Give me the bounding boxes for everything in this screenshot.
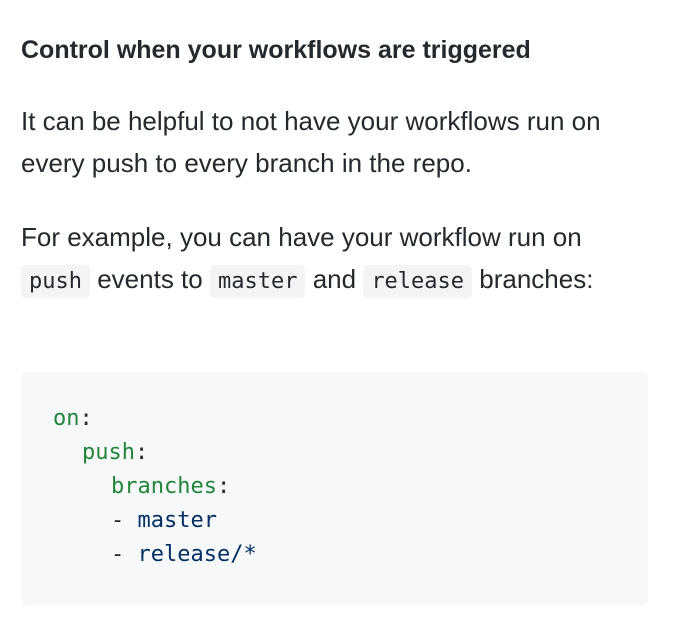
and-text: and	[312, 264, 357, 294]
yaml-code-block: on: push: branches: - master - release/*	[21, 372, 648, 605]
yaml-dash: -	[111, 542, 125, 567]
yaml-colon: :	[134, 440, 149, 465]
code-line-branches: branches:	[53, 470, 648, 504]
inline-code-release: release	[363, 265, 473, 298]
yaml-colon: :	[79, 406, 93, 431]
branches-text: branches:	[479, 264, 594, 294]
yaml-value-master: master	[137, 508, 217, 533]
code-line-release: - release/*	[53, 538, 648, 572]
code-line-on: on:	[53, 402, 648, 436]
inline-code-push: push	[21, 265, 90, 298]
code-line-push: push:	[53, 436, 648, 470]
example-paragraph: For example, you can have your workflow …	[21, 216, 648, 303]
intro-paragraph: It can be helpful to not have your workf…	[21, 106, 601, 178]
yaml-colon: :	[216, 474, 231, 499]
yaml-value-release: release/*	[137, 542, 257, 567]
yaml-key-on: on	[53, 406, 80, 431]
code-line-master: - master	[53, 504, 648, 538]
example-intro-text: For example, you can have your workflow …	[21, 222, 582, 252]
section-heading: Control when your workflows are triggere…	[21, 36, 531, 64]
yaml-key-push: push	[82, 440, 135, 465]
yaml-key-branches: branches	[111, 474, 217, 499]
yaml-dash: -	[111, 508, 125, 533]
events-to-text: events to	[97, 264, 203, 294]
inline-code-master: master	[209, 265, 306, 298]
